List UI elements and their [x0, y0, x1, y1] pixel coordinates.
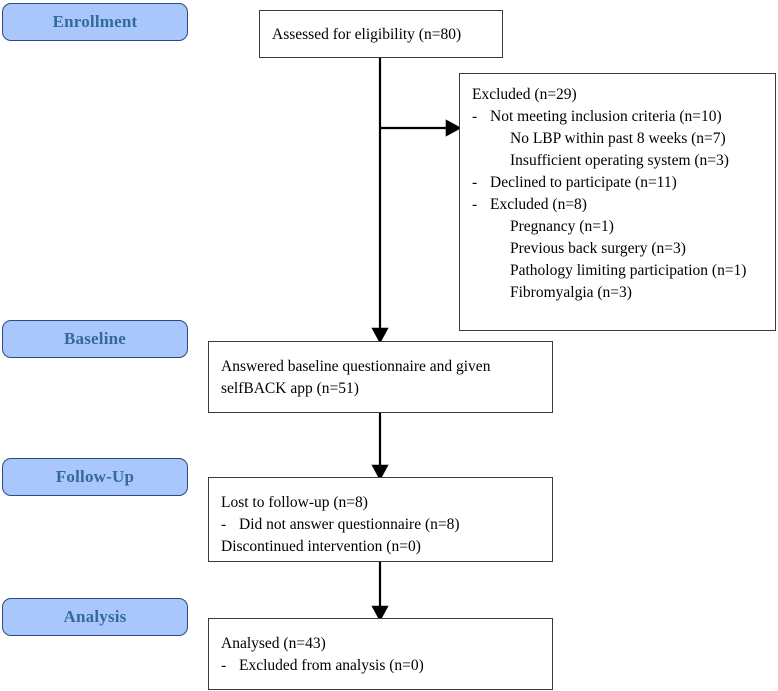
- stage-label-baseline: Baseline: [2, 320, 188, 358]
- box-line-text: selfBACK app (n=51): [221, 380, 359, 397]
- box-baseline-questionnaire: Answered baseline questionnaire and give…: [208, 341, 553, 413]
- box-lines: Answered baseline questionnaire and give…: [221, 356, 540, 400]
- box-line-text: Lost to follow-up (n=8): [221, 494, 368, 511]
- box-line-text: Answered baseline questionnaire and give…: [221, 358, 491, 375]
- stage-label-text: Follow-Up: [55, 467, 135, 486]
- box-line: Assessed for eligibility (n=80): [272, 24, 461, 46]
- box-line: -Not meeting inclusion criteria (n=10): [472, 106, 763, 128]
- bullet-dash: -: [472, 108, 478, 125]
- box-line: Discontinued intervention (n=0): [221, 536, 540, 558]
- box-line: Pregnancy (n=1): [472, 216, 763, 238]
- box-line: -Excluded from analysis (n=0): [221, 655, 540, 677]
- box-lost-to-followup: Lost to follow-up (n=8) -Did not answer q…: [208, 477, 553, 562]
- stage-label-text: Baseline: [63, 329, 127, 348]
- box-line: -Declined to participate (n=11): [472, 172, 763, 194]
- box-line-text: Not meeting inclusion criteria (n=10): [490, 108, 722, 125]
- box-analysed: Analysed (n=43) -Excluded from analysis (…: [208, 618, 553, 690]
- box-lines: Assessed for eligibility (n=80): [272, 24, 461, 46]
- bullet-dash: -: [472, 174, 478, 191]
- box-lines: Lost to follow-up (n=8) -Did not answer q…: [221, 492, 540, 558]
- box-line: Lost to follow-up (n=8): [221, 492, 540, 514]
- stage-label-followup: Follow-Up: [2, 458, 188, 496]
- box-line: Analysed (n=43): [221, 633, 540, 655]
- box-line: Insufficient operating system (n=3): [472, 150, 763, 172]
- box-line: -Excluded (n=8): [472, 194, 763, 216]
- stage-label-analysis: Analysis: [2, 598, 188, 636]
- box-line-text: Pathology limiting participation (n=1): [510, 262, 747, 279]
- box-line: No LBP within past 8 weeks (n=7): [472, 128, 763, 150]
- box-line-text: Excluded from analysis (n=0): [239, 657, 424, 674]
- box-line-text: Did not answer questionnaire (n=8): [239, 516, 460, 533]
- box-line: Pathology limiting participation (n=1): [472, 260, 763, 282]
- stage-label-enrollment: Enrollment: [2, 3, 188, 41]
- box-line: Answered baseline questionnaire and give…: [221, 356, 540, 378]
- box-line-text: Previous back surgery (n=3): [510, 240, 686, 257]
- box-line: Excluded (n=29): [472, 84, 763, 106]
- box-assessed-for-eligibility: Assessed for eligibility (n=80): [259, 10, 503, 58]
- box-line-text: Discontinued intervention (n=0): [221, 538, 421, 555]
- box-line-text: Insufficient operating system (n=3): [510, 152, 729, 169]
- box-lines: Excluded (n=29)-Not meeting inclusion cr…: [472, 84, 763, 304]
- box-excluded: Excluded (n=29)-Not meeting inclusion cr…: [459, 73, 776, 331]
- bullet-dash: -: [221, 657, 227, 674]
- bullet-dash: -: [472, 196, 478, 213]
- box-line-text: No LBP within past 8 weeks (n=7): [510, 130, 726, 147]
- box-line-text: Excluded (n=8): [490, 196, 587, 213]
- stage-label-text: Enrollment: [52, 12, 138, 31]
- box-line: selfBACK app (n=51): [221, 378, 540, 400]
- box-line-text: Assessed for eligibility (n=80): [272, 26, 462, 43]
- box-line: Fibromyalgia (n=3): [472, 282, 763, 304]
- box-line-text: Declined to participate (n=11): [490, 174, 677, 191]
- box-line: Previous back surgery (n=3): [472, 238, 763, 260]
- bullet-dash: -: [221, 516, 227, 533]
- box-line: -Did not answer questionnaire (n=8): [221, 514, 540, 536]
- box-line-text: Pregnancy (n=1): [510, 218, 614, 235]
- stage-label-text: Analysis: [63, 607, 127, 626]
- box-line-text: Excluded (n=29): [472, 86, 577, 103]
- box-lines: Analysed (n=43) -Excluded from analysis (…: [221, 633, 540, 677]
- box-line-text: Fibromyalgia (n=3): [510, 284, 632, 301]
- box-line-text: Analysed (n=43): [221, 635, 326, 652]
